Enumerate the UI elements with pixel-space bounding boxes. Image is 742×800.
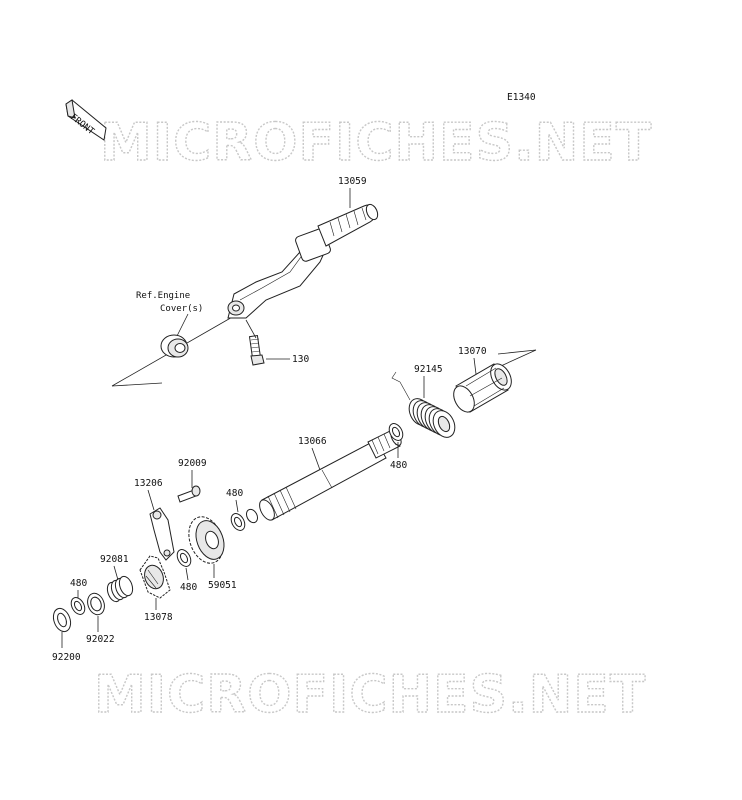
ref-note-line1: Ref.Engine — [136, 291, 190, 301]
stopper-bolt-icon — [177, 485, 201, 503]
part-label-13070: 13070 — [458, 346, 487, 357]
part-label-13078: 13078 — [144, 612, 173, 623]
part-label-480-gear: 480 — [180, 582, 197, 593]
oil-seal-icon — [160, 334, 189, 358]
ref-note-line2: Cover(s) — [160, 304, 203, 314]
part-label-480-shaft: 480 — [226, 488, 243, 499]
circlip-right-icon — [388, 423, 404, 441]
part-label-92022: 92022 — [86, 634, 115, 645]
thrust-washer-icon — [52, 607, 72, 633]
part-label-92145: 92145 — [414, 364, 443, 375]
watermark-top: MICROFICHES.NET — [100, 113, 652, 173]
kick-spring-icon — [391, 371, 456, 438]
part-label-130: 130 — [292, 354, 309, 365]
part-label-13066: 13066 — [298, 436, 327, 447]
ratchet-icon — [139, 555, 171, 599]
part-label-92200: 92200 — [52, 652, 81, 663]
kick-shaft-icon — [259, 429, 402, 521]
washer-icon — [87, 592, 105, 616]
part-label-13059: 13059 — [338, 176, 367, 187]
bolt-icon — [248, 334, 265, 366]
circlip-shaft-icon — [230, 508, 259, 531]
part-label-480-right: 480 — [390, 460, 407, 471]
diagram-code: E1340 — [507, 92, 536, 103]
part-label-92009: 92009 — [178, 458, 207, 469]
circlip-gear-icon — [176, 549, 192, 567]
kick-pedal-icon — [227, 203, 379, 319]
spring-guide-icon — [453, 363, 512, 413]
part-label-480-outer: 480 — [70, 578, 87, 589]
part-label-13206: 13206 — [134, 478, 163, 489]
kick-gear-icon — [188, 516, 225, 564]
part-label-59051: 59051 — [208, 580, 237, 591]
guide-plate-icon — [149, 507, 175, 561]
ratchet-spring-icon — [106, 575, 134, 603]
watermark-bottom: MICROFICHES.NET — [94, 665, 646, 725]
circlip-outer-icon — [70, 597, 86, 615]
part-label-92081: 92081 — [100, 554, 129, 565]
